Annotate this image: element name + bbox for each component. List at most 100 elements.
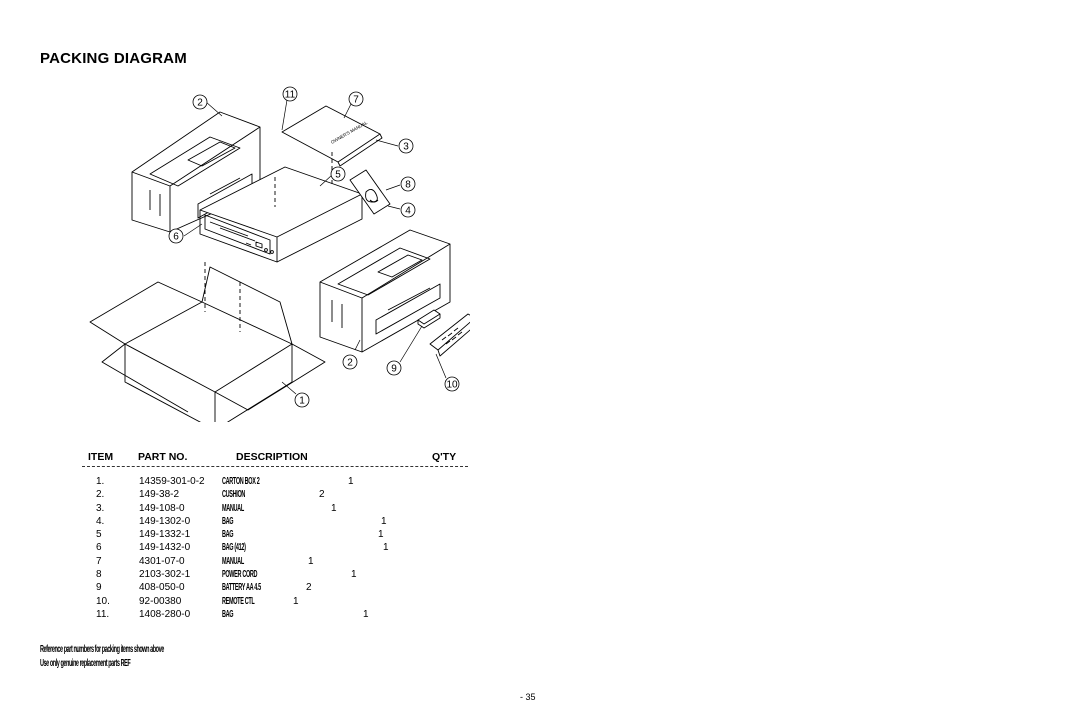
packing-exploded-diagram: 2 11 7 3 5 8 4 6 2 9 10 1 OWNER'S MANUAL: [89, 86, 470, 422]
callouts: 2 11 7 3 5 8 4 6 2 9 10 1: [168, 86, 460, 408]
carton-box: [89, 266, 326, 422]
row-part-no: 149-1332-1: [139, 529, 191, 541]
table-row: 7 4301-07-0 MANUAL 1: [82, 556, 482, 569]
remote-control: [429, 313, 470, 357]
row-part-no: 149-1432-0: [139, 542, 191, 554]
svg-text:7: 7: [353, 95, 359, 106]
page-title: PACKING DIAGRAM: [40, 50, 187, 67]
row-item: 6: [96, 542, 102, 554]
row-qty: 1: [331, 502, 337, 514]
row-part-no: 92-00380: [139, 595, 182, 607]
header-part-no: PART NO.: [138, 451, 188, 463]
table-row: 2. 149-38-2 CUSHION 2: [82, 489, 482, 502]
row-item: 4.: [96, 515, 105, 527]
row-qty: 2: [319, 489, 325, 501]
row-part-no: 149-38-2: [139, 489, 180, 501]
callout-1: 1: [294, 392, 310, 408]
row-part-no: 149-108-0: [139, 502, 185, 514]
row-qty: 1: [363, 608, 369, 620]
row-part-no: 149-1302-0: [139, 515, 191, 527]
svg-text:11: 11: [285, 90, 296, 101]
row-part-no: 4301-07-0: [139, 555, 185, 567]
row-qty: 1: [293, 595, 299, 607]
svg-text:4: 4: [405, 206, 411, 217]
svg-text:9: 9: [391, 364, 397, 375]
row-item: 2.: [96, 489, 105, 501]
callout-2-bottom: 2: [342, 354, 358, 370]
header-description: DESCRIPTION: [236, 451, 308, 463]
callout-7: 7: [348, 91, 364, 107]
row-item: 1.: [96, 476, 105, 487]
callout-8: 8: [400, 176, 416, 192]
callout-2-top: 2: [192, 94, 208, 110]
row-item: 7: [96, 555, 102, 567]
callout-11: 11: [282, 86, 298, 102]
row-description: MANUAL: [222, 555, 244, 567]
svg-text:3: 3: [403, 142, 409, 153]
row-qty: 1: [308, 555, 314, 567]
row-description: CARTON BOX 2: [222, 476, 260, 487]
callout-4: 4: [400, 202, 416, 218]
row-part-no: 1408-280-0: [139, 608, 191, 620]
footnote-line-1: Reference part numbers for packing items…: [40, 644, 164, 655]
callout-9: 9: [386, 360, 402, 376]
row-qty: 1: [378, 529, 384, 541]
row-item: 8: [96, 569, 102, 581]
leader-lines: [183, 93, 447, 395]
row-item: 5: [96, 529, 102, 541]
svg-text:10: 10: [446, 380, 458, 391]
svg-text:8: 8: [405, 180, 411, 191]
row-item: 10.: [96, 595, 110, 607]
row-qty: 2: [306, 582, 312, 594]
row-description: BAG: [222, 529, 234, 541]
page-number: - 35: [520, 692, 536, 702]
table-row: 8 2103-302-1 POWER CORD 1: [82, 569, 482, 582]
table-row: 10. 92-00380 REMOTE CTL 1: [82, 596, 482, 609]
battery: [417, 309, 441, 329]
row-description: BATTERY AA 4.5: [222, 582, 261, 594]
parts-table-header: ITEM PART NO. DESCRIPTION Q'TY: [82, 451, 472, 467]
right-cushion: [319, 229, 451, 353]
row-description: MANUAL: [222, 502, 244, 514]
callout-5: 5: [330, 166, 346, 182]
row-description: REMOTE CTL: [222, 595, 255, 607]
svg-text:6: 6: [173, 232, 179, 243]
row-qty: 1: [383, 542, 389, 554]
power-cord-bag: [349, 169, 391, 215]
svg-text:1: 1: [299, 396, 305, 407]
assembly-guides: [204, 152, 333, 332]
table-row: 6 149-1432-0 BAG (412) 1: [82, 542, 482, 555]
table-row: 3. 149-108-0 MANUAL 1: [82, 503, 482, 516]
table-row: 4. 149-1302-0 BAG 1: [82, 516, 482, 529]
header-divider: [82, 466, 468, 467]
row-item: 11.: [96, 608, 110, 620]
table-row: 5 149-1332-1 BAG 1: [82, 529, 482, 542]
svg-text:5: 5: [335, 170, 341, 181]
header-qty: Q'TY: [432, 451, 457, 463]
table-row: 11. 1408-280-0 BAG 1: [82, 609, 482, 622]
table-row: 1. 14359-301-0-2 CARTON BOX 2 1: [82, 476, 482, 489]
row-qty: 1: [351, 569, 357, 581]
row-part-no: 14359-301-0-2: [139, 476, 205, 487]
row-description: BAG: [222, 515, 234, 527]
row-item: 9: [96, 582, 102, 594]
row-description: BAG (412): [222, 542, 246, 554]
row-qty: 1: [348, 476, 354, 487]
row-qty: 1: [381, 515, 387, 527]
callout-3: 3: [398, 138, 414, 154]
row-description: CUSHION: [222, 489, 246, 501]
svg-text:2: 2: [197, 98, 203, 109]
row-item: 3.: [96, 502, 105, 514]
footnote-line-2: Use only genuine replacement parts REF: [40, 658, 131, 669]
callout-6: 6: [168, 228, 184, 244]
footnote: Reference part numbers for packing items…: [40, 643, 164, 671]
manual-sheet: [281, 105, 383, 167]
row-description: BAG: [222, 608, 234, 620]
callout-10: 10: [444, 376, 460, 392]
row-description: POWER CORD: [222, 569, 258, 581]
row-part-no: 2103-302-1: [139, 569, 191, 581]
header-item: ITEM: [88, 451, 114, 463]
table-row: 9 408-050-0 BATTERY AA 4.5 2: [82, 582, 482, 595]
svg-text:2: 2: [347, 358, 353, 369]
row-part-no: 408-050-0: [139, 582, 185, 594]
